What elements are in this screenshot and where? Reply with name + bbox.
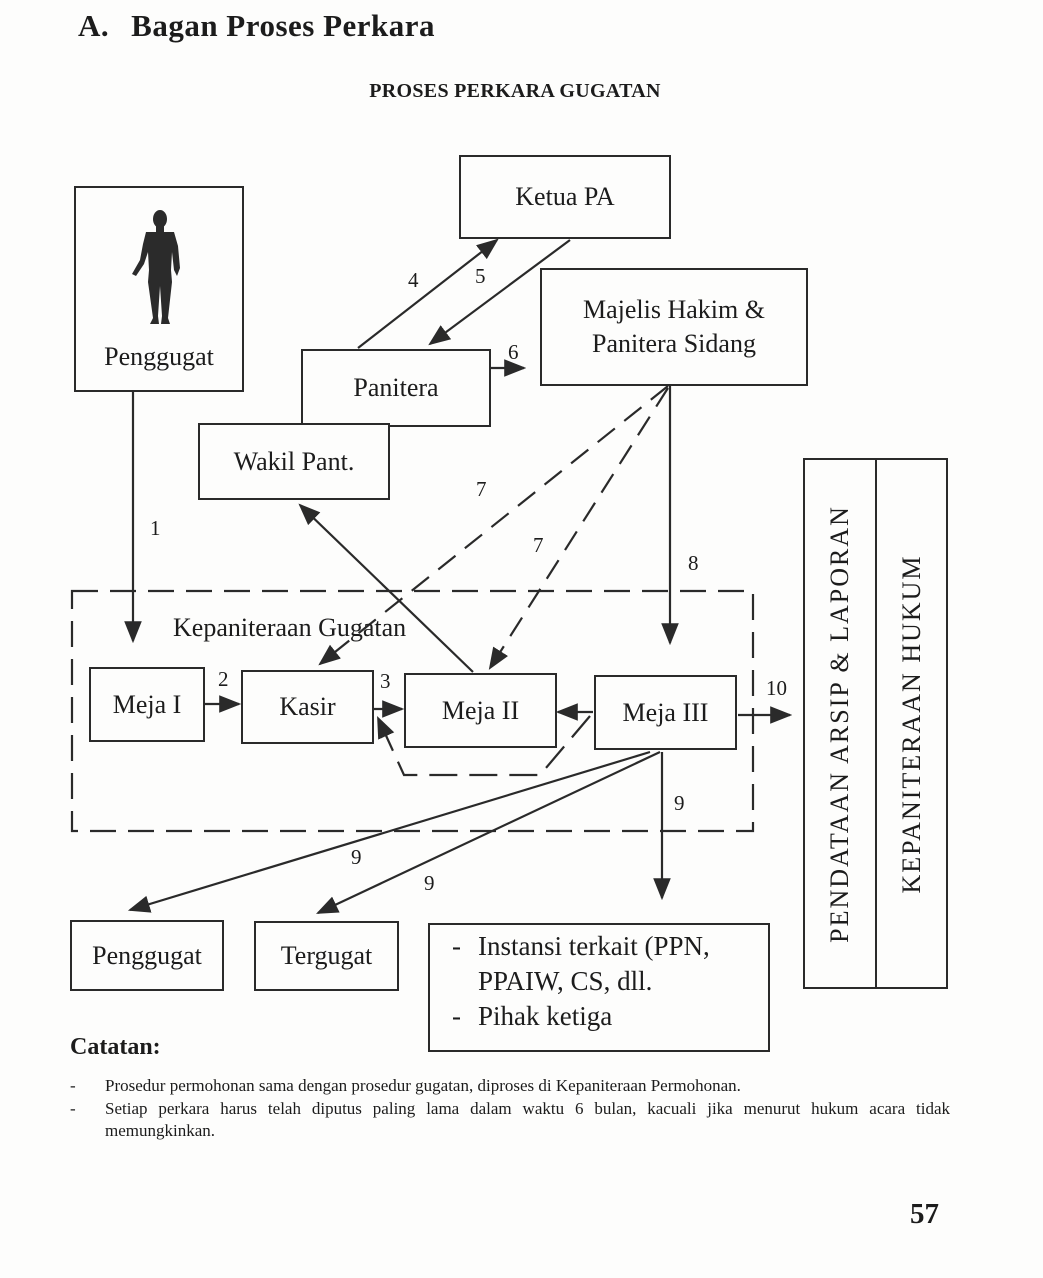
node-ketua-pa-label: Ketua PA bbox=[515, 182, 615, 212]
step-label-7b: 7 bbox=[533, 533, 544, 557]
node-meja-1: Meja I bbox=[89, 667, 205, 742]
node-ketua-pa: Ketua PA bbox=[459, 155, 671, 239]
diagram-title: PROSES PERKARA GUGATAN bbox=[369, 80, 661, 102]
note-item-1-text: Prosedur permohonan sama dengan prosedur… bbox=[105, 1076, 741, 1095]
note-item-1: - Prosedur permohonan sama dengan prosed… bbox=[70, 1075, 950, 1096]
panel-kepaniteraan-hukum: KEPANITERAAN HUKUM bbox=[875, 458, 948, 989]
node-penggugat-bottom: Penggugat bbox=[70, 920, 224, 991]
node-kasir: Kasir bbox=[241, 670, 374, 744]
node-meja-3-label: Meja III bbox=[622, 697, 709, 727]
step-label-9c: 9 bbox=[674, 791, 685, 815]
instansi-item-2: - Pihak ketiga bbox=[452, 999, 758, 1034]
node-meja-3: Meja III bbox=[594, 675, 737, 750]
page-number: 57 bbox=[910, 1198, 939, 1230]
arrow-return-loop bbox=[376, 715, 591, 777]
node-wakil-panitera: Wakil Pant. bbox=[198, 423, 390, 500]
instansi-item-1-line1: Instansi terkait (PPN, bbox=[478, 931, 710, 961]
node-majelis-hakim: Majelis Hakim & Panitera Sidang bbox=[540, 268, 808, 386]
panel-pendataan-arsip-label: PENDATAAN ARSIP & LAPORAN bbox=[825, 504, 854, 943]
panel-pendataan-arsip: PENDATAAN ARSIP & LAPORAN bbox=[803, 458, 877, 989]
section-number: A. bbox=[78, 8, 110, 43]
node-tergugat-label: Tergugat bbox=[280, 941, 373, 971]
arrow-step-9-penggugat bbox=[127, 750, 651, 913]
node-penggugat-top: Penggugat bbox=[74, 186, 244, 392]
node-instansi-list: - Instansi terkait (PPN,PPAIW, CS, dll. … bbox=[428, 923, 770, 1052]
node-wakil-panitera-label: Wakil Pant. bbox=[233, 446, 355, 476]
instansi-item-1: - Instansi terkait (PPN,PPAIW, CS, dll. bbox=[452, 931, 710, 997]
node-meja-2: Meja II bbox=[404, 673, 557, 748]
step-label-5: 5 bbox=[475, 264, 486, 288]
arrow-step-7-meja2 bbox=[488, 387, 669, 670]
instansi-item-2-label: Pihak ketiga bbox=[478, 1001, 613, 1032]
step-label-9a: 9 bbox=[351, 845, 362, 869]
section-heading: A. Bagan Proses Perkara bbox=[78, 8, 435, 44]
notes-title: Catatan: bbox=[70, 1034, 161, 1060]
note-item-2: - Setiap perkara harus telah diputus pal… bbox=[70, 1099, 950, 1140]
node-tergugat: Tergugat bbox=[254, 921, 399, 991]
section-title: Bagan Proses Perkara bbox=[131, 8, 436, 43]
instansi-item-1-line2: PPAIW, CS, dll. bbox=[478, 966, 653, 997]
node-majelis-line2: Panitera Sidang bbox=[592, 329, 756, 358]
step-label-9b: 9 bbox=[424, 871, 435, 895]
arrow-step-5 bbox=[428, 239, 571, 346]
step-label-8: 8 bbox=[688, 551, 699, 575]
notes-list: - Prosedur permohonan sama dengan prosed… bbox=[70, 1075, 950, 1143]
node-kasir-label: Kasir bbox=[279, 692, 336, 722]
step-label-2: 2 bbox=[218, 667, 229, 691]
node-meja-1-label: Meja I bbox=[112, 689, 182, 719]
arrow-step-4 bbox=[357, 238, 499, 349]
kepaniteraan-region-border bbox=[70, 589, 755, 833]
arrow-step-7-kasir bbox=[318, 385, 669, 666]
person-figure-icon bbox=[132, 210, 180, 324]
step-label-6: 6 bbox=[508, 340, 519, 364]
kepaniteraan-gugatan-label: Kepaniteraan Gugatan bbox=[173, 613, 407, 642]
node-penggugat-bottom-label: Penggugat bbox=[92, 940, 202, 970]
step-label-4: 4 bbox=[408, 268, 419, 292]
node-penggugat-top-label: Penggugat bbox=[104, 342, 214, 372]
arrow-meja2-wakil bbox=[298, 503, 474, 673]
step-label-1: 1 bbox=[150, 516, 161, 540]
step-label-10: 10 bbox=[766, 676, 787, 700]
step-label-3: 3 bbox=[380, 669, 391, 693]
arrow-step-9-tergugat bbox=[316, 751, 661, 914]
panel-kepaniteraan-hukum-label: KEPANITERAAN HUKUM bbox=[896, 553, 926, 894]
node-panitera-label: Panitera bbox=[353, 373, 439, 403]
node-panitera: Panitera bbox=[301, 349, 491, 427]
node-meja-2-label: Meja II bbox=[441, 695, 520, 725]
step-label-7a: 7 bbox=[476, 477, 487, 501]
note-item-2-text: Setiap perkara harus telah diputus palin… bbox=[105, 1099, 950, 1140]
node-majelis-line1: Majelis Hakim & bbox=[583, 295, 765, 325]
